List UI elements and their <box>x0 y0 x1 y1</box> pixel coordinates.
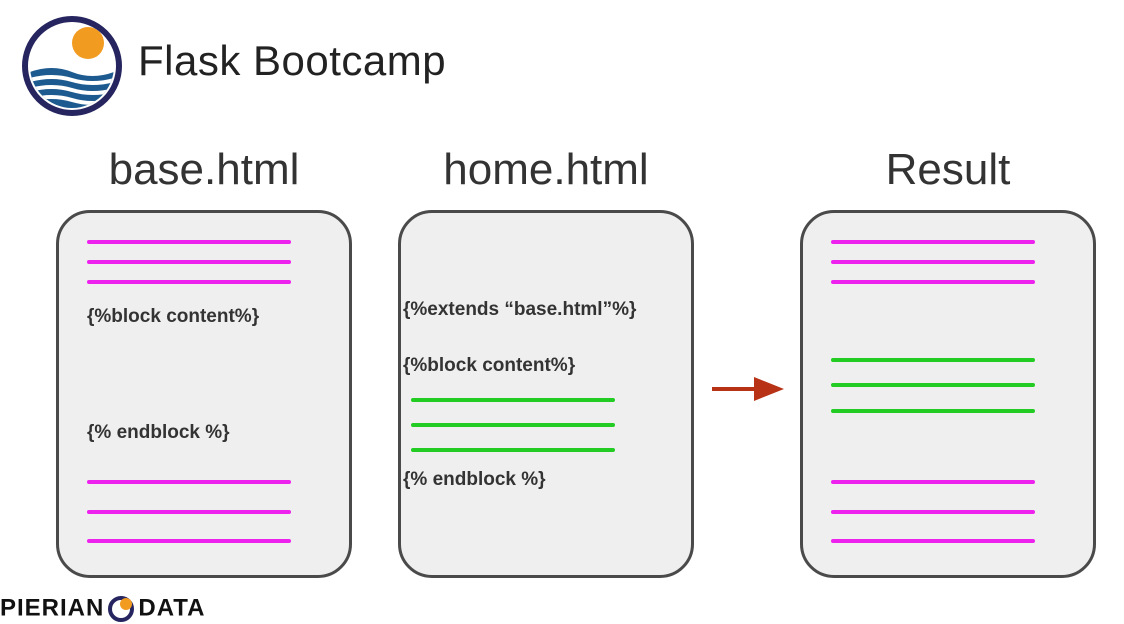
right-arrow-icon <box>712 377 784 401</box>
result-title: Result <box>885 145 1011 194</box>
base-line <box>87 240 291 244</box>
home-html-title: home.html <box>443 145 649 194</box>
home-line <box>411 423 615 427</box>
base-line <box>87 480 291 484</box>
result-base-line <box>831 510 1035 514</box>
pierian-data-brand: PIERIAN DATA <box>0 594 205 622</box>
result-base-line <box>831 539 1035 543</box>
base-html-title: base.html <box>108 145 300 194</box>
result-home-line <box>831 409 1035 413</box>
result-base-line <box>831 240 1035 244</box>
brand-left-text: PIERIAN <box>0 594 105 622</box>
base-line <box>87 539 291 543</box>
endblock-tag: {% endblock %} <box>403 469 546 490</box>
base-line <box>87 260 291 264</box>
app-title: Flask Bootcamp <box>138 37 447 84</box>
result-panel <box>800 210 1096 578</box>
sunset-waves-logo-icon <box>22 16 122 116</box>
home-line <box>411 398 615 402</box>
extends-tag: {%extends “base.html”%} <box>403 299 637 320</box>
block-content-tag: {%block content%} <box>87 306 260 327</box>
base-line <box>87 280 291 284</box>
result-home-line <box>831 383 1035 387</box>
result-base-line <box>831 280 1035 284</box>
endblock-tag: {% endblock %} <box>87 422 230 443</box>
home-line <box>411 448 615 452</box>
home-html-panel: {%extends “base.html”%} {%block content%… <box>398 210 694 578</box>
result-base-line <box>831 480 1035 484</box>
block-content-tag: {%block content%} <box>403 355 576 376</box>
pierian-logo-icon <box>108 596 135 622</box>
base-line <box>87 510 291 514</box>
result-base-line <box>831 260 1035 264</box>
result-home-line <box>831 358 1035 362</box>
base-html-panel: {%block content%} {% endblock %} <box>56 210 352 578</box>
brand-right-text: DATA <box>138 594 206 622</box>
